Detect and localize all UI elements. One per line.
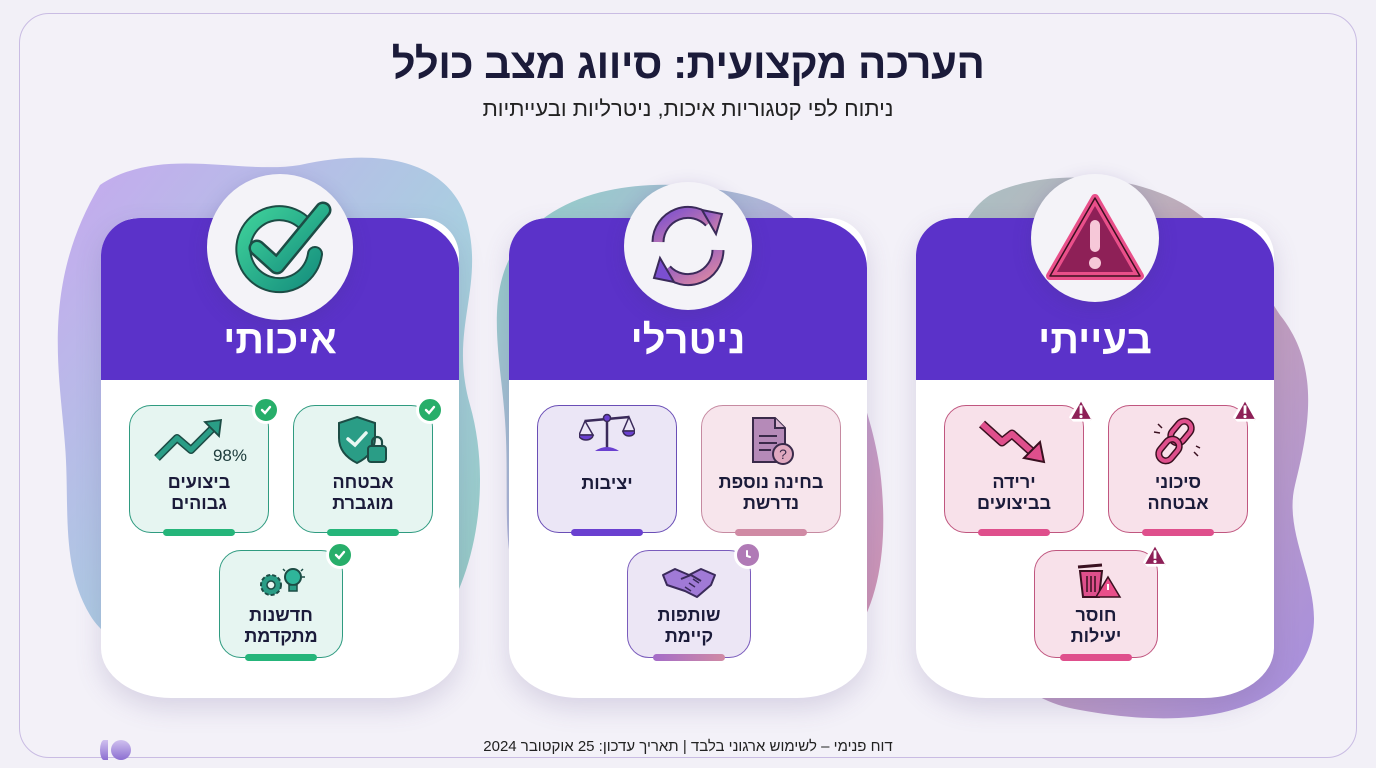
tile-label: ירידה בביצועים [976,472,1052,513]
tile-status-bar [163,529,235,536]
card-icon-circle [624,182,752,310]
tile-inefficiency[interactable]: חוסר יעילות [1034,542,1169,661]
tile-status-bar [571,529,643,536]
trend-down-icon [978,418,1050,466]
document-question-icon: ? [747,416,795,466]
handshake-icon [661,565,717,599]
footer-note: דוח פנימי – לשימוש ארגוני בלבד | תאריך ע… [483,738,893,755]
tile-status-bar [1060,654,1132,661]
card-icon-circle [1031,174,1159,302]
card-negative: בעייתי סיכוני אבטחה [916,174,1274,698]
trend-up-icon: 98% [153,418,247,466]
card-positive: איכותי אבטחה מוגברת [101,174,459,698]
card-title: ניטרלי [630,318,746,362]
tile-high-performance[interactable]: 98% ביצועים גבוהים [129,396,280,536]
warning-badge-icon [1231,397,1259,422]
gear-bulb-icon [255,565,307,599]
check-circle-icon [235,201,332,294]
card-neutral: ניטרלי ? בחינה נוספת נדרשת [509,182,867,698]
warning-badge-icon [1141,542,1169,567]
tile-security-risks[interactable]: סיכוני אבטחה [1108,397,1259,536]
tile-status-bar [245,654,317,661]
tile-status-bar [1142,529,1214,536]
tile-advanced-innovation[interactable]: חדשנות מתקדמת [219,541,354,661]
brand-logo [98,738,134,762]
tile-status-bar [653,654,725,661]
tile-existing-partnership[interactable]: שותפות קיימת [627,541,762,661]
tile-label: אבטחה מוגברת [332,472,394,513]
check-badge-icon [326,541,354,569]
tile-status-bar [735,529,807,536]
tile-label: ביצועים גבוהים [167,472,231,513]
tile-label: בחינה נוספת נדרשת [718,472,824,513]
tile-label: יציבות [581,473,633,493]
page-title: הערכה מקצועית: סיווג מצב כולל [391,40,985,87]
tile-status-bar [978,529,1050,536]
tile-enhanced-security[interactable]: אבטחה מוגברת [293,396,444,536]
warning-triangle-icon [1046,194,1144,280]
refresh-cycle-icon [651,205,725,287]
tile-further-review[interactable]: ? בחינה נוספת נדרשת [701,405,841,536]
tile-label: חוסר יעילות [1070,605,1122,646]
tile-label: חדשנות מתקדמת [244,605,318,646]
page-subtitle: ניתוח לפי קטגוריות איכות, ניטרליות ובעיי… [482,96,894,121]
tile-label: סיכוני אבטחה [1147,472,1209,513]
card-icon-circle [207,174,353,320]
tile-performance-decline[interactable]: ירידה בביצועים [944,397,1095,536]
svg-text:?: ? [779,446,787,462]
check-badge-icon [416,396,444,424]
tile-status-bar [327,529,399,536]
warning-badge-icon [1067,397,1095,422]
performance-value: 98% [212,446,247,465]
tile-stability[interactable]: יציבות [537,405,677,536]
tile-label: שותפות קיימת [657,605,721,646]
card-title: איכותי [223,318,337,362]
broken-chain-icon [1152,416,1204,466]
trash-warning-icon [1070,559,1122,599]
check-badge-icon [252,396,280,424]
scales-icon [579,411,635,455]
card-title: בעייתי [1038,318,1152,362]
shield-lock-icon [335,414,391,466]
clock-badge-icon [734,541,762,569]
